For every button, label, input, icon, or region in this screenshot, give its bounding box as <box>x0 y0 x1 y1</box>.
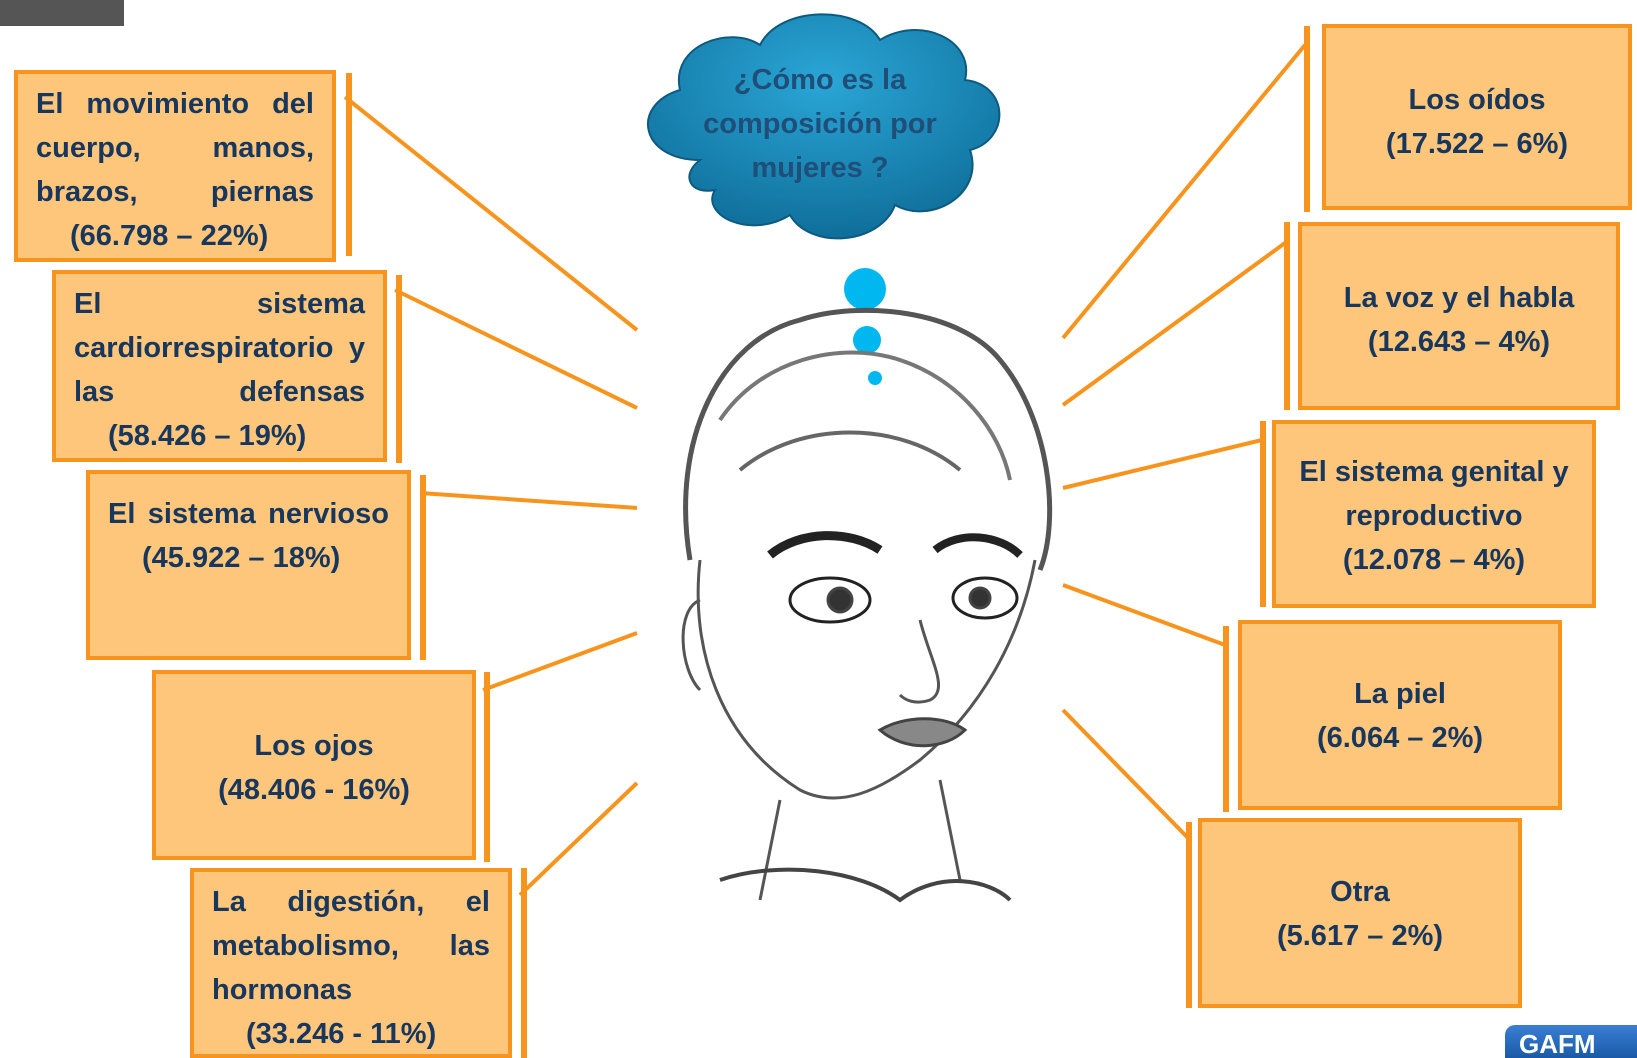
box-value: (58.426 – 19%) <box>108 420 307 452</box>
box-title: El movimiento del cuerpo, manos, brazos,… <box>36 88 314 208</box>
box-title: Otra <box>1330 876 1390 908</box>
box-voice: La voz y el habla (12.643 – 4%) <box>1298 222 1620 410</box>
box-value: (17.522 – 6%) <box>1385 128 1569 160</box>
thought-bubbles <box>844 268 886 385</box>
box-genital: El sistema genital y reproductivo (12.07… <box>1272 420 1596 608</box>
box-other: Otra (5.617 – 2%) <box>1198 818 1522 1008</box>
connector-lines <box>343 43 1307 897</box>
box-title: La voz y el habla <box>1343 282 1575 314</box>
corner-image-fragment <box>0 0 124 26</box>
box-value: (48.406 - 16%) <box>218 774 410 806</box>
box-nervous: El sistema nervioso (45.922 – 18%) <box>86 470 411 660</box>
box-skin: La piel (6.064 – 2%) <box>1238 620 1562 810</box>
box-title: La digestión, el metabolismo, las hormon… <box>212 886 490 1006</box>
box-value: (12.643 – 4%) <box>1367 326 1551 358</box>
box-value: (33.246 - 11%) <box>246 1018 437 1050</box>
face-sketch <box>681 307 1053 903</box>
box-value: (45.922 – 18%) <box>142 542 341 574</box>
box-title: La piel <box>1354 678 1446 710</box>
logo: GAFM <box>1505 1025 1637 1058</box>
box-title: El sistema cardiorrespiratorio y las def… <box>74 288 365 408</box>
box-title: El sistema genital y reproductivo <box>1299 456 1569 532</box>
box-eyes: Los ojos (48.406 - 16%) <box>152 670 476 860</box>
box-title: Los oídos <box>1408 84 1546 116</box>
thought-cloud <box>647 13 1001 240</box>
cloud-question: ¿Cómo es la composición por mujeres ? <box>703 64 937 184</box>
box-value: (12.078 – 4%) <box>1342 544 1526 576</box>
box-value: (5.617 – 2%) <box>1276 920 1444 952</box>
box-movement: El movimiento del cuerpo, manos, brazos,… <box>14 70 336 262</box>
box-title: El sistema nervioso <box>108 498 389 530</box>
box-value: (66.798 – 22%) <box>70 220 269 252</box>
box-title: Los ojos <box>254 730 374 762</box>
box-cardiorespiratory: El sistema cardiorrespiratorio y las def… <box>52 270 387 462</box>
box-digestion: La digestión, el metabolismo, las hormon… <box>190 868 512 1058</box>
box-value: (6.064 – 2%) <box>1316 722 1484 754</box>
box-ears: Los oídos (17.522 – 6%) <box>1322 24 1632 210</box>
box-accent-stripes <box>346 26 1310 1058</box>
